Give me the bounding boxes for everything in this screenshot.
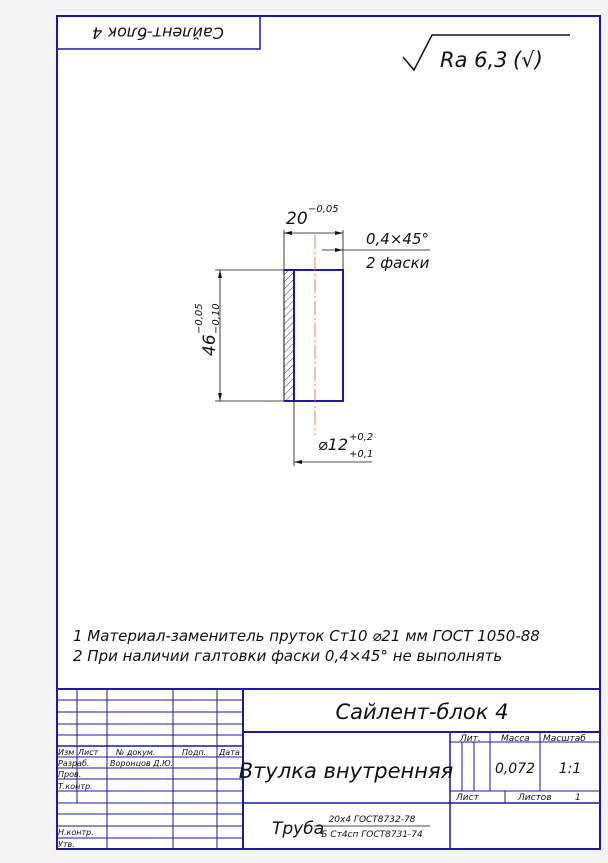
mass-value: 0,072 <box>495 761 535 777</box>
hdr-izm: Изм <box>58 748 74 757</box>
drawing-frame <box>56 15 601 850</box>
lit-label: Лит. <box>459 734 481 744</box>
roughness-label: Ra 6,3 <box>440 48 508 72</box>
hdr-data: Дата <box>218 748 240 757</box>
dim-inner-diameter: ⌀12 +0,2 +0,1 <box>293 401 373 466</box>
doc-designation: Сайлент-блок 4 <box>335 700 508 724</box>
roughness-symbol: Ra 6,3 (√) <box>402 34 570 72</box>
section-hatch <box>283 269 295 402</box>
hdr-podp: Подп. <box>182 748 206 757</box>
sheets-label: Листов <box>517 793 552 803</box>
technical-notes: 1 Материал-заменитель пруток Ст10 ⌀21 мм… <box>73 627 540 665</box>
dim-chamfer: 0,4×45° 2 фаски <box>322 230 430 272</box>
top-stamp-text: Сайлент-блок 4 <box>92 24 224 43</box>
note-1: 1 Материал-заменитель пруток Ст10 ⌀21 мм… <box>73 627 540 645</box>
dim-inner-tol-bottom: +0,1 <box>349 449 373 460</box>
dim-length-tol: −0,05 <box>308 204 339 215</box>
top-stamp: Сайлент-блок 4 <box>56 15 261 50</box>
chamfer-value: 0,4×45° <box>366 230 429 248</box>
roughness-mark: (√) <box>513 48 543 72</box>
dim-length-value: 20 <box>286 209 308 229</box>
dim-inner-tol-top: +0,2 <box>349 432 373 443</box>
hdr-doc-no: № докум. <box>115 748 155 757</box>
scale-value: 1:1 <box>559 761 582 777</box>
material-line1: 20х4 ГОСТ8732-78 <box>329 815 416 825</box>
title-block: Изм Лист № докум. Подп. Дата Разраб. Вор… <box>56 688 601 850</box>
scale-label: Масштаб <box>543 734 586 744</box>
part-name: Втулка внутренняя <box>239 759 453 783</box>
row-utv: Утв. <box>58 840 75 849</box>
row-prov: Пров. <box>58 770 81 779</box>
mass-label: Масса <box>501 734 530 744</box>
sheets-value: 1 <box>575 793 581 803</box>
dim-outer-diameter: 46 −0,05 −0,10 <box>194 269 284 402</box>
part-section <box>283 235 344 435</box>
row-razrab: Разраб. <box>58 759 89 768</box>
hdr-list: Лист <box>77 748 99 757</box>
material-line2: Б Ст4сп ГОСТ8731-74 <box>321 830 423 840</box>
chamfer-note: 2 фаски <box>366 254 430 272</box>
dim-inner-value: ⌀12 <box>318 435 348 454</box>
dim-outer-value: 46 <box>200 334 220 356</box>
dim-outer-tol-top: −0,05 <box>194 303 205 334</box>
sheet-label: Лист <box>455 793 480 803</box>
razrab-name: Воронцов Д.Ю. <box>110 759 173 768</box>
row-nkontr: Н.контр. <box>58 828 94 837</box>
row-tkontr: Т.контр. <box>58 782 93 791</box>
note-2: 2 При наличии галтовки фаски 0,4×45° не … <box>73 647 502 665</box>
material-main: Труба <box>272 819 324 839</box>
dim-outer-tol-bottom: −0,10 <box>211 303 222 334</box>
